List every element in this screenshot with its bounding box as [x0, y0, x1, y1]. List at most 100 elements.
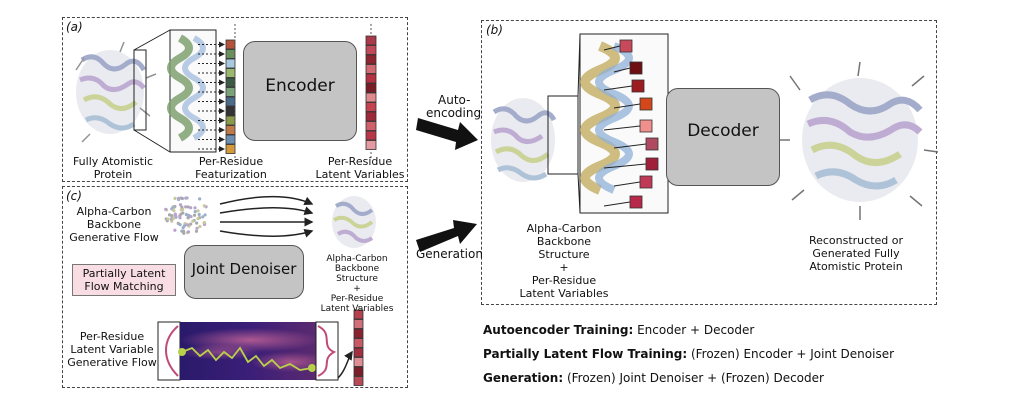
caption-line: Fully Atomistic	[72, 155, 154, 168]
latent-cell	[365, 64, 377, 74]
feature-cell	[225, 144, 236, 154]
latent-cell	[365, 54, 377, 65]
decoder-label: Decoder	[687, 121, 759, 141]
panel-c	[62, 186, 408, 388]
reconstructed-protein	[778, 61, 939, 220]
cloud-point	[193, 210, 197, 214]
caption-line: Per-Residue	[531, 274, 597, 287]
caption-line: Backbone	[86, 218, 142, 231]
latent-cell	[631, 79, 645, 93]
latent-cell	[365, 35, 377, 46]
legend-partially-latent-flow-training: Partially Latent Flow Training: (Frozen)…	[483, 347, 894, 361]
latent-cell	[639, 119, 653, 133]
latent-connector	[603, 45, 621, 51]
caption-backbone-plus-latent-c: Alpha-Carbon Backbone Structure + Per-Re…	[314, 254, 400, 314]
panel-a-label: (a)	[66, 20, 83, 34]
caption-line: Alpha-Carbon	[76, 205, 152, 218]
latent-cell	[365, 45, 377, 55]
caption-line: Generated Fully	[812, 247, 900, 260]
latent-cell	[353, 319, 364, 329]
legend-value: Encoder + Decoder	[633, 323, 755, 337]
cloud-point	[171, 216, 176, 221]
cloud-point	[179, 212, 183, 216]
latent-connector	[613, 67, 631, 73]
latent-cell	[353, 338, 364, 348]
cloud-point	[194, 229, 199, 233]
cloud-point	[189, 214, 193, 219]
pink-line-2: Flow Matching	[84, 280, 164, 293]
feature-cell	[225, 115, 236, 126]
cloud-point	[186, 230, 191, 234]
cloud-point	[170, 214, 174, 218]
cloud-point	[198, 197, 202, 201]
encoder-label: Encoder	[265, 76, 335, 96]
caption-line: Featurization	[195, 168, 267, 181]
cloud-point	[184, 196, 188, 200]
cloud-point	[178, 203, 183, 207]
caption-line: Alpha-Carbon	[326, 254, 388, 264]
cloud-point	[203, 213, 207, 217]
caption-alpha-carbon-generative-flow: Alpha-Carbon Backbone Generative Flow	[66, 205, 162, 244]
cloud-point	[202, 204, 206, 208]
caption-line: Per-Residue	[327, 155, 393, 168]
caption-line: Latent Variables	[519, 287, 609, 300]
latent-connector	[603, 85, 633, 91]
legend-key: Generation:	[483, 371, 564, 385]
cloud-point	[189, 222, 193, 226]
caption-backbone-structure: Alpha-Carbon Backbone Structure + Per-Re…	[512, 222, 616, 300]
caption-fully-atomistic-protein: Fully Atomistic Protein	[68, 155, 158, 181]
latent-cell	[365, 73, 377, 84]
cloud-point	[186, 205, 190, 209]
latent-cell	[353, 357, 364, 367]
caption-reconstructed-protein: Reconstructed or Generated Fully Atomist…	[796, 234, 916, 273]
cloud-point	[184, 205, 188, 209]
joint-denoiser-label: Joint Denoiser	[191, 260, 297, 278]
caption-line: +	[353, 284, 361, 294]
panel-b-label: (b)	[486, 23, 503, 37]
protein-structure-b	[491, 98, 557, 182]
panel-c-label: (c)	[66, 189, 82, 203]
partially-latent-flow-matching-box: Partially Latent Flow Matching	[72, 264, 176, 296]
cloud-point	[167, 213, 172, 217]
latent-connector	[613, 103, 641, 109]
cloud-point	[173, 214, 178, 218]
decoder-box: Decoder	[666, 88, 780, 186]
cloud-point	[202, 221, 206, 225]
cloud-point	[178, 222, 182, 227]
legend-value: (Frozen) Encoder + Joint Denoiser	[687, 347, 895, 361]
caption-line: Per-Residue	[330, 294, 384, 304]
cloud-point	[201, 215, 205, 219]
cloud-point	[180, 205, 184, 209]
cloud-point	[197, 212, 201, 217]
autoencoding-label: Auto- encoding	[426, 94, 481, 120]
latent-cell	[353, 347, 364, 358]
latent-cell	[365, 130, 377, 141]
legend-generation: Generation: (Frozen) Joint Denoiser + (F…	[483, 371, 824, 385]
cloud-point	[195, 221, 199, 225]
protein-structure-c	[332, 196, 376, 248]
latent-cell	[639, 175, 653, 189]
latent-connector	[613, 143, 647, 149]
point-cloud	[164, 196, 208, 235]
cloud-point	[180, 196, 184, 201]
legend-key: Partially Latent Flow Training:	[483, 347, 688, 361]
caption-line: Per-Residue	[198, 155, 264, 168]
autoencoding-line-2: encoding	[426, 106, 482, 120]
cloud-point	[171, 205, 175, 209]
feature-cell	[225, 49, 236, 59]
latent-cell	[645, 157, 659, 171]
caption-per-residue-latent-variables-a: Per-Residue Latent Variables	[312, 155, 408, 181]
feature-cell	[225, 125, 236, 135]
cloud-point	[176, 196, 181, 200]
feature-cell	[225, 39, 236, 50]
cloud-point	[185, 223, 190, 227]
latent-connector	[603, 163, 647, 169]
caption-per-residue-featurization: Per-Residue Featurization	[186, 155, 276, 181]
latent-cell	[353, 366, 364, 377]
protein-structure-a	[75, 41, 157, 143]
feature-cell	[225, 106, 236, 116]
cloud-point	[196, 217, 200, 221]
cloud-point	[193, 206, 197, 210]
cloud-point	[189, 206, 193, 210]
panel-b	[481, 20, 937, 305]
